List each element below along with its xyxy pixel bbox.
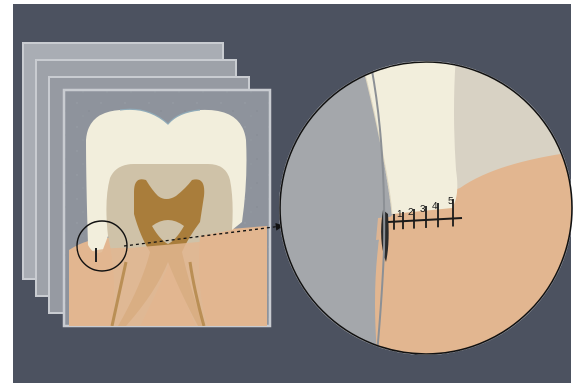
scale-label: 3: [420, 204, 426, 215]
scale-label: 1: [397, 209, 403, 220]
scale-label: 5: [448, 196, 454, 207]
scale-label: 4: [432, 201, 438, 212]
scale-label: 2: [408, 207, 414, 218]
tooth-cross-section: [69, 109, 267, 326]
